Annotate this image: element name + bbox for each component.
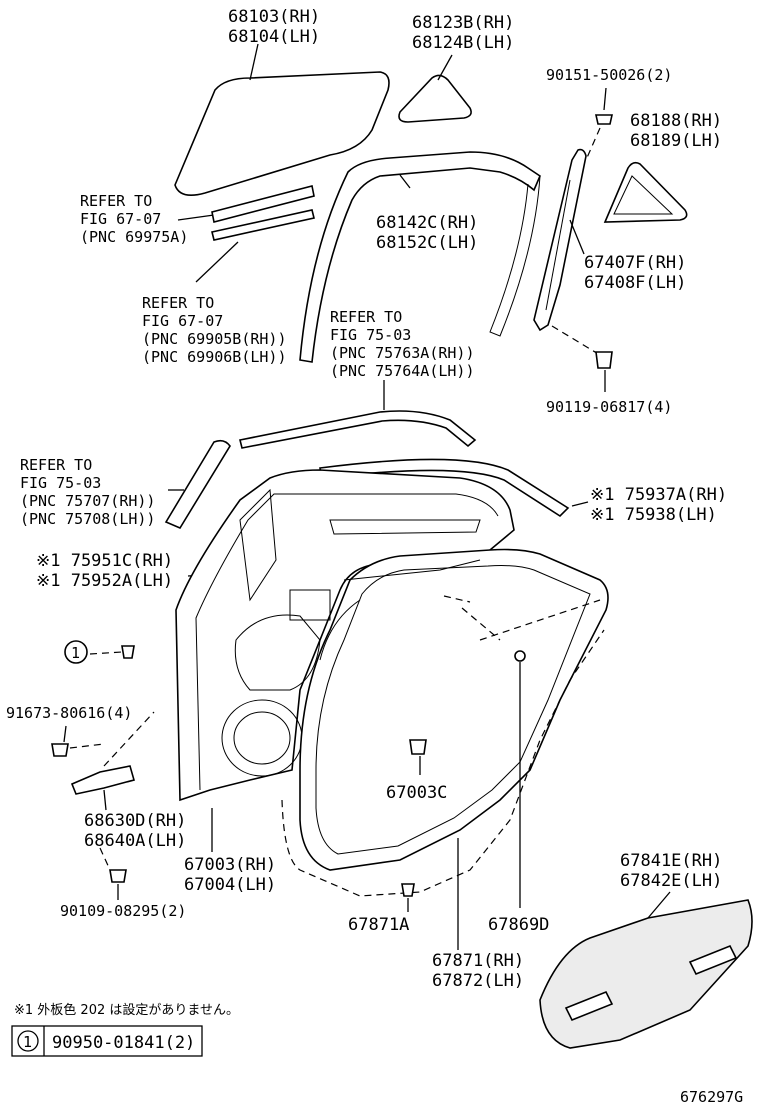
label-glass-lh: 68104(LH) — [228, 27, 320, 47]
refer2-line3: (PNC 69905B(RH)) — [142, 330, 287, 348]
screw-icon — [595, 114, 613, 125]
legend-box — [11, 1025, 203, 1057]
label-mold-lh: ※1 75938(LH) — [590, 505, 717, 525]
label-screw-top: 90151-50026(2) — [546, 66, 672, 84]
refer4-line1: REFER TO — [20, 456, 92, 474]
label-frame-rh: 67407F(RH) — [584, 253, 686, 273]
legend-symbol: 1 — [23, 1033, 32, 1051]
pillar-garnish — [164, 439, 231, 530]
label-qglass-rh: 68123B(RH) — [412, 13, 514, 33]
refer2-line2: FIG 67-07 — [142, 312, 223, 330]
diagram-id: 676297G — [680, 1088, 743, 1106]
clip-icon-lower — [401, 883, 415, 897]
door-panel — [175, 469, 515, 802]
refer4-line4: (PNC 75708(LH)) — [20, 510, 155, 528]
label-mold-rh: ※1 75937A(RH) — [590, 485, 727, 505]
refer4-line2: FIG 75-03 — [20, 474, 101, 492]
label-clip-a: 67871A — [348, 915, 409, 935]
label-bolt-low: 90109-08295(2) — [60, 902, 186, 920]
cover-hole-2 — [688, 944, 738, 976]
label-garn-rh: ※1 75951C(RH) — [36, 551, 173, 571]
label-qwin-lh: 68189(LH) — [630, 131, 722, 151]
cover-hole-1 — [564, 990, 614, 1022]
refer3-line2: FIG 75-03 — [330, 326, 411, 344]
legend-part: 90950-01841(2) — [52, 1033, 195, 1053]
callout-number: 1 — [71, 644, 80, 662]
bolt-icon-low — [109, 869, 127, 883]
refer3-line3: (PNC 75763A(RH)) — [330, 344, 475, 362]
label-hinge-lh: 68640A(LH) — [84, 831, 186, 851]
legend-circle — [17, 1030, 39, 1052]
refer4-line3: (PNC 75707(RH)) — [20, 492, 155, 510]
bolt-icon — [595, 351, 613, 369]
weatherstrip — [281, 629, 605, 897]
belt-molding-inner — [211, 209, 315, 241]
bolt-icon-right — [514, 650, 526, 662]
label-clip-d: 67869D — [488, 915, 549, 935]
label-bolt-mid: 90119-06817(4) — [546, 398, 672, 416]
refer3-line4: (PNC 75764A(LH)) — [330, 362, 475, 380]
plug-icon — [121, 645, 135, 659]
quarter-window — [603, 161, 688, 223]
label-garn-lh: ※1 75952A(LH) — [36, 571, 173, 591]
label-clip: 67003C — [386, 783, 447, 803]
roof-molding — [239, 410, 477, 449]
refer1-line3: (PNC 69975A) — [80, 228, 188, 246]
callout-circle — [64, 640, 88, 664]
label-panel-rh: 67003(RH) — [184, 855, 276, 875]
refer2-line1: REFER TO — [142, 294, 214, 312]
hinge — [70, 765, 135, 795]
refer1-line1: REFER TO — [80, 192, 152, 210]
label-glass-rh: 68103(RH) — [228, 7, 320, 27]
belt-molding-outer — [211, 185, 315, 223]
refer2-line4: (PNC 69906B(LH)) — [142, 348, 287, 366]
refer3-line1: REFER TO — [330, 308, 402, 326]
refer1-line2: FIG 67-07 — [80, 210, 161, 228]
label-run-rh: 68142C(RH) — [376, 213, 478, 233]
label-hinge-rh: 68630D(RH) — [84, 811, 186, 831]
bolt-icon-left — [51, 743, 69, 757]
service-hole-cover — [539, 899, 753, 1049]
door-glass — [174, 71, 390, 196]
label-qwin-rh: 68188(RH) — [630, 111, 722, 131]
label-qglass-lh: 68124B(LH) — [412, 33, 514, 53]
quarter-glass — [398, 74, 472, 123]
inner-door — [299, 548, 609, 871]
label-cover-rh: 67841E(RH) — [620, 851, 722, 871]
upper-molding — [319, 458, 570, 518]
label-frame-lh: 67408F(LH) — [584, 273, 686, 293]
label-panel-lh: 67004(LH) — [184, 875, 276, 895]
label-seal-lh: 67872(LH) — [432, 971, 524, 991]
label-seal-rh: 67871(RH) — [432, 951, 524, 971]
division-frame — [533, 148, 587, 332]
label-cover-lh: 67842E(LH) — [620, 871, 722, 891]
label-run-lh: 68152C(LH) — [376, 233, 478, 253]
clip-icon-center — [409, 739, 427, 755]
label-bolt-left: 91673-80616(4) — [6, 704, 132, 722]
footnote: ※1 外板色 202 は設定がありません。 — [14, 1002, 239, 1018]
